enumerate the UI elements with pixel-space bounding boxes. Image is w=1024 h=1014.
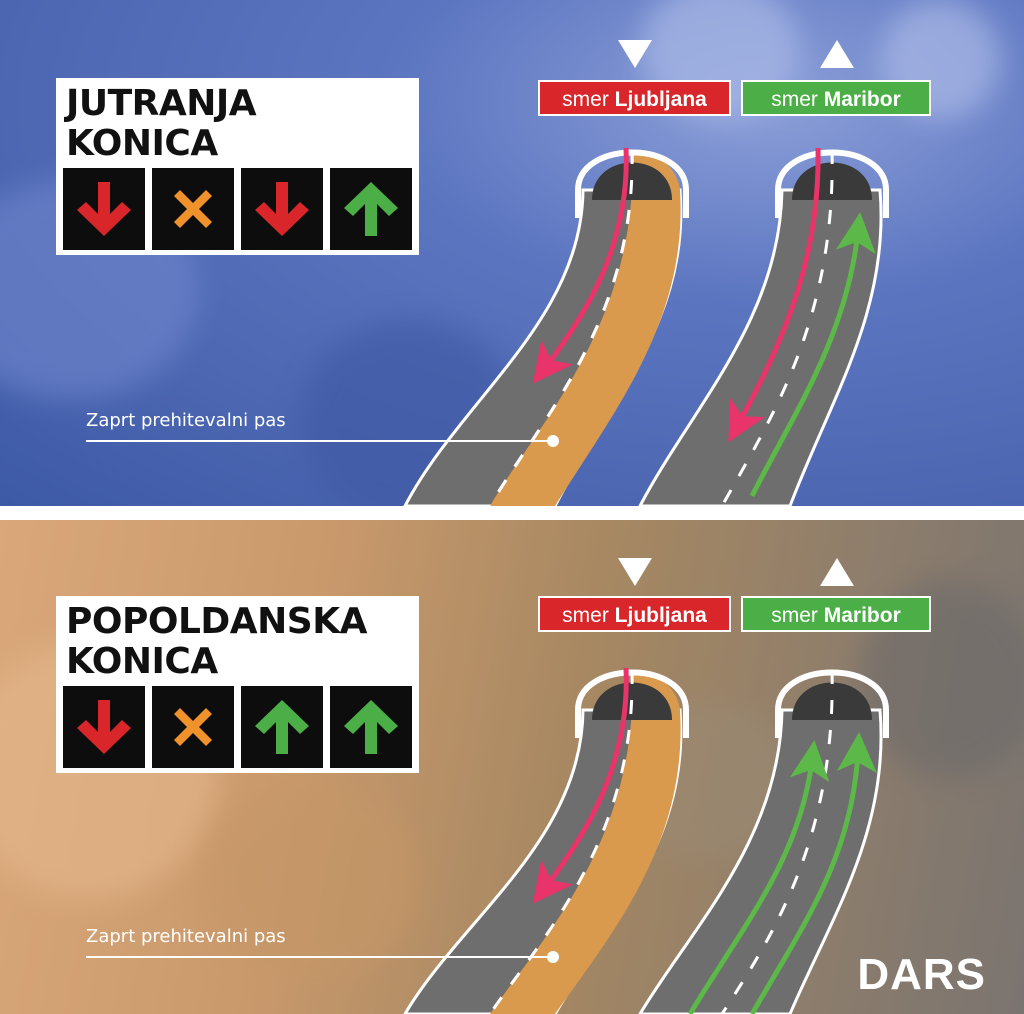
lane-signal-2 (152, 168, 234, 250)
morning-title: JUTRANJA KONICA (66, 83, 257, 164)
ljubljana-direction-down-triangle-icon (618, 558, 652, 586)
ljubljana-direction-down-triangle-icon (618, 40, 652, 68)
afternoon-title-box: POPOLDANSKA KONICA (56, 596, 419, 773)
direction-label-maribor: smer Maribor (741, 596, 931, 632)
arrow-down-icon (255, 182, 309, 236)
lane-signal-3 (241, 686, 323, 768)
arrow-down-icon (77, 182, 131, 236)
direction-label-ljubljana: smer Ljubljana (538, 596, 731, 632)
arrow-up-icon (255, 700, 309, 754)
maribor-tunnel-road (638, 147, 889, 506)
maribor-direction-up-triangle-icon (820, 558, 854, 586)
lane-signal-3 (241, 168, 323, 250)
afternoon-peak-panel: smer Ljubljana smer Maribor POPOLDANSKA … (0, 520, 1024, 1014)
closed-lane-label: Zaprt prehitevalni pas (86, 410, 286, 431)
arrow-down-icon (77, 700, 131, 754)
morning-title-box: JUTRANJA KONICA (56, 78, 419, 255)
lane-signal-2 (152, 686, 234, 768)
ljubljana-tunnel-road (403, 147, 689, 506)
maribor-tunnel-road (638, 669, 889, 1014)
closed-lane-pointer-dot (547, 951, 559, 963)
lane-signal-1 (63, 686, 145, 768)
lane-signal-1 (63, 168, 145, 250)
morning-peak-panel: smer Ljubljana smer Maribor JUTRANJA KON… (0, 0, 1024, 506)
cross-icon (174, 708, 212, 746)
dars-logo: DARS (857, 950, 986, 999)
closed-lane-pointer-dot (547, 435, 559, 447)
lane-signal-4 (330, 686, 412, 768)
closed-lane-label: Zaprt prehitevalni pas (86, 926, 286, 947)
direction-label-maribor: smer Maribor (741, 80, 931, 116)
cross-icon (174, 190, 212, 228)
arrow-up-icon (344, 182, 398, 236)
direction-label-ljubljana: smer Ljubljana (538, 80, 731, 116)
tunnel-roads-diagram (86, 147, 889, 506)
lane-signal-4 (330, 168, 412, 250)
arrow-up-icon (344, 700, 398, 754)
maribor-direction-up-triangle-icon (820, 40, 854, 68)
afternoon-title: POPOLDANSKA KONICA (66, 601, 367, 682)
tunnel-roads-diagram (86, 667, 889, 1014)
ljubljana-tunnel-road (403, 667, 689, 1014)
